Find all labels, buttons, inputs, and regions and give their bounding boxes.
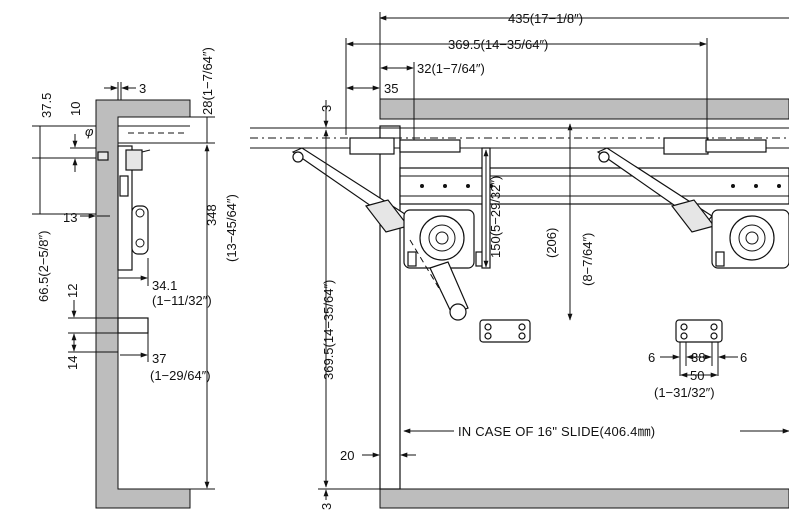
dim-overall-depth: 435(17−1/8″) bbox=[508, 11, 583, 26]
front-top-panel bbox=[379, 98, 789, 120]
dim-side-34-1: 34.1 bbox=[152, 278, 177, 293]
dim-bracket-50: 50 bbox=[690, 368, 704, 383]
dim-stroke-206: (206) bbox=[544, 228, 559, 258]
lid-bracket-left bbox=[349, 137, 395, 155]
side-bracket bbox=[119, 175, 129, 197]
dim-top-3: 3 bbox=[319, 105, 334, 112]
slide-case-note: IN CASE OF 16" SLIDE(406.4㎜) bbox=[458, 424, 655, 439]
front-side-panel bbox=[379, 125, 401, 490]
dim-side-10: 10 bbox=[68, 102, 83, 116]
dim-height-348-in: (13−45/64″) bbox=[224, 194, 239, 262]
dim-phi: φ bbox=[85, 124, 94, 139]
dim-side-12: 12 bbox=[65, 284, 80, 298]
dim-depth-369-5: 369.5(14−35/64″) bbox=[448, 37, 548, 52]
side-screw bbox=[97, 151, 109, 161]
dim-side-34-1-in: (1−11/32″) bbox=[152, 293, 212, 308]
dim-offset-35: 35 bbox=[384, 81, 398, 96]
dim-height-369-5: 369.5(14−35/64″) bbox=[321, 280, 336, 380]
dim-side-37-5: 37.5 bbox=[39, 93, 54, 118]
side-hinge-block bbox=[125, 149, 143, 171]
lid-bracket-right bbox=[663, 137, 709, 155]
dim-bracket-6-right: 6 bbox=[740, 350, 747, 365]
dim-side-20: 20 bbox=[340, 448, 354, 463]
lid-hinge-left bbox=[399, 139, 461, 153]
dim-side-3: 3 bbox=[139, 81, 146, 96]
dim-bracket-6-left: 6 bbox=[648, 350, 655, 365]
cabinet-side-panel bbox=[95, 99, 191, 509]
dim-side-37: 37 bbox=[152, 351, 166, 366]
dim-top-28: 28(1−7/64″) bbox=[200, 47, 215, 115]
side-view: 3 37.5 10 φ 66.5(2−5/8″) 13 28(1−7/64″) … bbox=[32, 47, 239, 509]
dim-bracket-50-in: (1−31/32″) bbox=[654, 385, 715, 400]
swing-arm-left bbox=[429, 261, 469, 315]
dim-side-37-in: (1−29/64″) bbox=[150, 368, 211, 383]
front-bottom-panel bbox=[379, 488, 789, 509]
dim-bracket-38: 38 bbox=[691, 350, 705, 365]
front-view: 435(17−1/8″) 369.5(14−35/64″) 32(1−7/64″… bbox=[250, 11, 789, 510]
dim-bottom-3: 3 bbox=[319, 503, 334, 510]
dim-stroke-150: 150(5−29/32″) bbox=[488, 176, 503, 258]
pivot-disk-right bbox=[729, 215, 775, 261]
damper-plate bbox=[479, 319, 531, 343]
dim-stroke-206-in: (8−7/64″) bbox=[580, 233, 595, 286]
lid-hinge-right bbox=[705, 139, 767, 153]
dim-height-348: 348 bbox=[204, 204, 219, 226]
dim-side-66-5: 66.5(2−5/8″) bbox=[36, 231, 51, 302]
dim-side-13: 13 bbox=[63, 210, 77, 225]
dim-offset-32: 32(1−7/64″) bbox=[417, 61, 485, 76]
rail-holes bbox=[420, 184, 781, 188]
side-lower-bracket bbox=[117, 317, 149, 334]
pivot-disk-left bbox=[419, 215, 465, 261]
dim-side-14: 14 bbox=[65, 356, 80, 370]
slide-rail bbox=[399, 167, 789, 205]
